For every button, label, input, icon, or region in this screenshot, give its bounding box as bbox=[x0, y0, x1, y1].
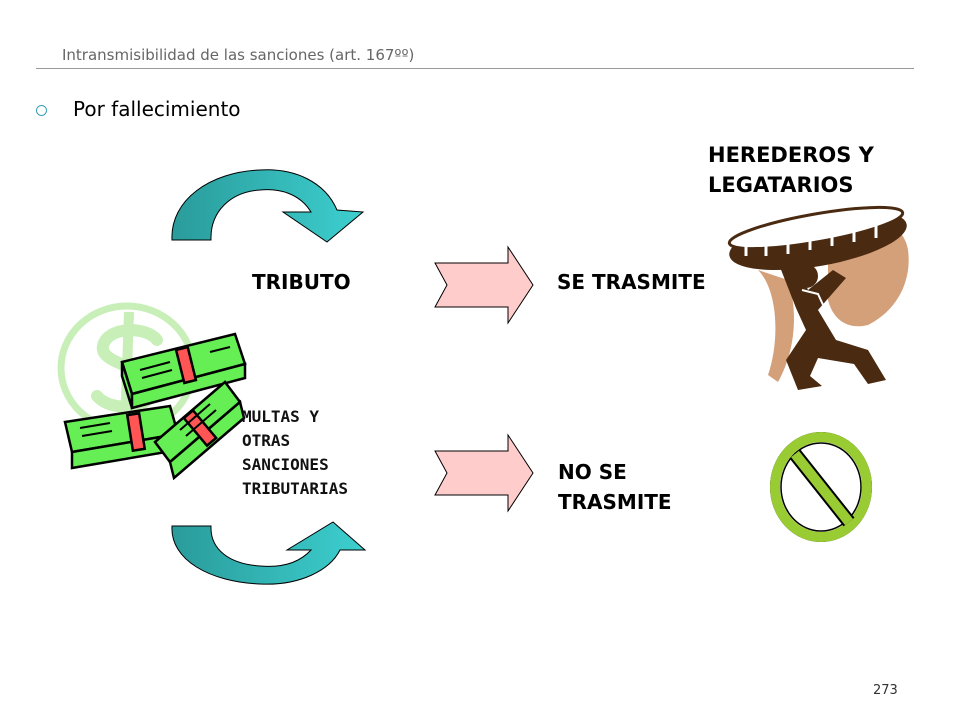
curved-arrow-bottom-icon bbox=[171, 521, 367, 585]
multas-line-1: MULTAS Y bbox=[242, 407, 320, 426]
multas-label: MULTAS Y OTRAS SANCIONES TRIBUTARIAS bbox=[242, 405, 348, 501]
slide-title: Intransmisibilidad de las sanciones (art… bbox=[62, 46, 415, 64]
multas-line-3: SANCIONES bbox=[242, 455, 329, 474]
page-number: 273 bbox=[873, 683, 898, 698]
prohibited-sign-icon bbox=[770, 432, 872, 542]
multas-line-2: OTRAS bbox=[242, 431, 291, 450]
arrow-right-bottom-icon bbox=[434, 433, 534, 513]
herederos-line-2: LEGATARIOS bbox=[708, 173, 854, 197]
curved-arrow-top-icon bbox=[171, 169, 365, 243]
multas-line-4: TRIBUTARIAS bbox=[242, 479, 348, 498]
herederos-line-1: HEREDEROS Y bbox=[708, 143, 874, 167]
tributo-label: TRIBUTO bbox=[252, 270, 351, 294]
arrow-right-top-icon bbox=[434, 245, 534, 325]
bullet-ring-icon bbox=[36, 104, 47, 116]
heir-carrying-coin-icon bbox=[727, 205, 909, 390]
no-se-line-1: NO SE bbox=[558, 460, 627, 484]
money-stacks-icon bbox=[63, 332, 247, 481]
title-divider bbox=[36, 68, 914, 69]
bullet-item: Por fallecimiento bbox=[36, 97, 241, 121]
no-se-trasmite-label: NO SE TRASMITE bbox=[558, 457, 672, 517]
herederos-label: HEREDEROS Y LEGATARIOS bbox=[708, 140, 874, 200]
se-trasmite-label: SE TRASMITE bbox=[557, 270, 706, 294]
bullet-text: Por fallecimiento bbox=[73, 97, 241, 121]
no-se-line-2: TRASMITE bbox=[558, 490, 672, 514]
